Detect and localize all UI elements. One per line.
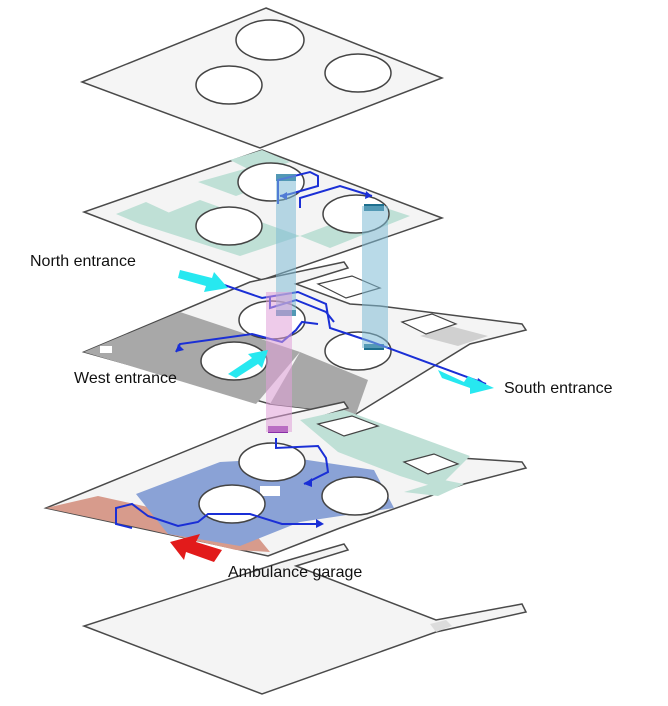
ambulance-arrow	[170, 534, 222, 562]
south-entrance-arrow	[438, 370, 494, 394]
vertical-shafts	[266, 174, 388, 432]
green-zone	[116, 202, 172, 224]
ground-slab	[81, 543, 528, 695]
entrance-level	[81, 261, 528, 415]
west-entrance-label: West entrance	[74, 370, 177, 387]
lift-shaft	[266, 292, 292, 432]
route-arrowhead	[316, 519, 324, 528]
upper-ward-level	[81, 149, 445, 281]
roof-opening	[195, 65, 263, 105]
north-entrance-label: North entrance	[30, 253, 136, 270]
roof-opening	[235, 19, 305, 61]
light-well	[316, 415, 380, 437]
roof-opening	[324, 53, 392, 93]
elevator-shaft	[276, 174, 296, 316]
light-well	[402, 453, 460, 475]
emergency-opening	[321, 476, 389, 516]
grey-zone	[420, 326, 488, 346]
route-arrowhead	[176, 344, 184, 352]
green-zone	[404, 480, 464, 496]
route-arrowhead	[365, 191, 372, 199]
roof-level	[79, 7, 445, 149]
elevator-shaft	[362, 206, 388, 348]
south-entrance-label: South entrance	[504, 380, 613, 397]
ground-level	[81, 543, 528, 695]
route-arrowhead	[304, 478, 312, 487]
ambulance-garage-label: Ambulance garage	[228, 564, 363, 581]
circulation-route	[299, 184, 373, 208]
entrance-arrows	[170, 270, 494, 562]
ground-notch	[430, 620, 452, 632]
upper-opening	[195, 206, 263, 246]
nurse-station	[260, 486, 280, 496]
north-entrance-arrow	[178, 270, 228, 292]
green-zone	[230, 150, 290, 174]
emergency-level	[43, 401, 528, 557]
west-entrance-arrow	[228, 350, 268, 378]
circulation-route	[275, 438, 330, 485]
grey-zone	[270, 352, 368, 414]
emergency-opening	[238, 442, 306, 482]
emergency-opening	[198, 484, 266, 524]
vestibule	[100, 346, 112, 353]
light-well	[400, 313, 458, 335]
circulation-route	[115, 502, 318, 529]
roof-slab	[79, 7, 445, 149]
